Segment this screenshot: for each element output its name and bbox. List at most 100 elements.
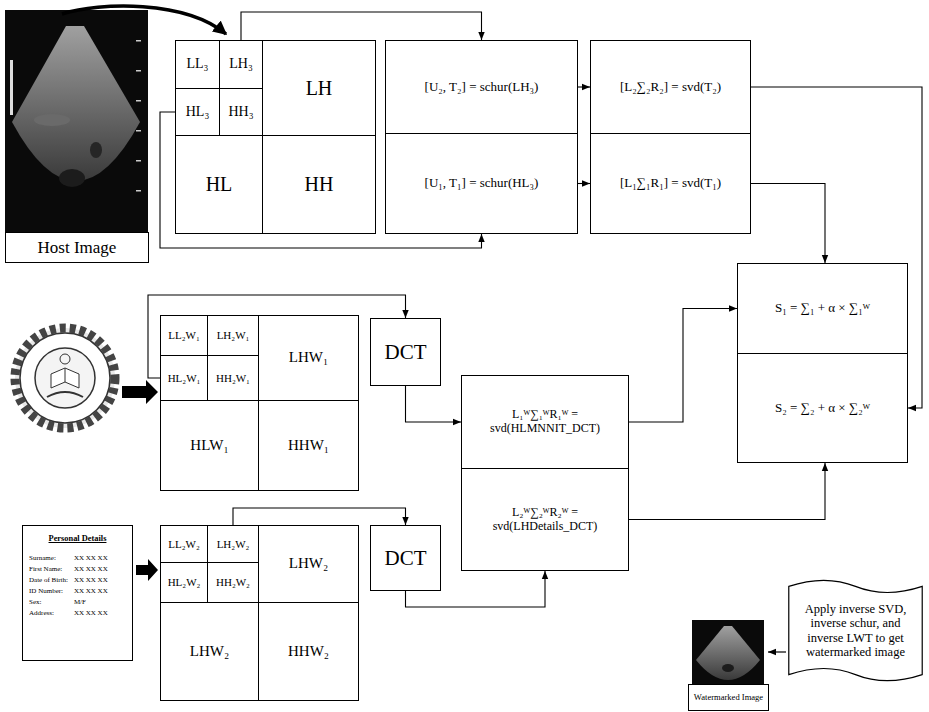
box-text: XX XX XX [74, 565, 126, 573]
pointer-arrow [768, 651, 786, 652]
text-stack: DCT [385, 546, 427, 570]
subband-cell: HH [262, 135, 376, 234]
box-text: Surname: [29, 554, 68, 562]
box-text: HH₃ [228, 104, 253, 120]
formula-box: [L₁∑₁R₁] = svd(T₁) [590, 133, 751, 234]
text-stack: LHW₁ [289, 349, 328, 366]
subband-cell: HHW₁ [258, 400, 359, 491]
text-stack: S₂ = ∑₂ + α × ∑₂ᵂ [775, 401, 870, 416]
connector [406, 386, 462, 422]
text-stack: HH [305, 173, 334, 196]
text-stack: LH₃ [229, 56, 253, 72]
box-text: XX XX XX [74, 609, 126, 617]
text-stack: Personal DetailsSurname: XX XX XX First Na… [29, 534, 126, 617]
text-stack: HHW₁ [288, 437, 329, 454]
box-text: [U₁, T₁] = schur(HL₃) [425, 176, 539, 191]
box-text: XX XX XX [74, 576, 126, 584]
connector [629, 309, 737, 423]
block-arrow [122, 380, 158, 404]
watermarked-ultrasound [692, 620, 764, 684]
box-text: LH [306, 77, 333, 100]
subband-cell: HH₂W₁ [207, 355, 259, 401]
box-text: HH₂W₂ [216, 576, 250, 589]
box-text: [U₂, T₂] = schur(LH₃) [425, 80, 539, 95]
subband-cell: LH₂W₁ [207, 315, 259, 356]
subband-cell: LHW₂ [258, 525, 359, 603]
connector [629, 463, 825, 520]
box-text: Host Image [38, 238, 117, 258]
curved-arrow [62, 6, 226, 34]
box-text: DCT [385, 340, 427, 364]
text-stack: Watermarked Image [694, 693, 763, 703]
box-text: S₁ = ∑₁ + α × ∑₁ᵂ [775, 301, 870, 316]
box-text: HL₃ [186, 104, 210, 120]
text-stack: HHW₂ [288, 643, 329, 660]
box-text: M/F [74, 598, 126, 606]
formula-box: [U₁, T₁] = schur(HL₃) [385, 133, 578, 234]
box-text: First Name: [29, 565, 68, 573]
text-stack: LL₂W₂ [168, 538, 200, 551]
box-text: LH₂W₂ [217, 538, 250, 551]
text-stack: LH [306, 77, 333, 100]
box-text: LL₂W₁ [168, 329, 200, 342]
text-stack: Apply inverse SVD, inverse schur, and in… [798, 602, 913, 660]
text-stack: HL [206, 173, 233, 196]
box-text: Watermarked Image [694, 693, 763, 703]
dct-box: DCT [370, 318, 441, 386]
box-text: Date of Birth: [29, 576, 68, 584]
box-text: LL₂W₂ [168, 538, 200, 551]
subband-cell: HHW₂ [258, 602, 359, 701]
connector [241, 12, 482, 40]
caption-box: Host Image [5, 232, 149, 263]
caption-box: Watermarked Image [688, 684, 769, 711]
text-stack: LH₂W₂ [217, 538, 250, 551]
box-text: LHW₁ [289, 349, 328, 366]
box-text: HL₂W₁ [168, 372, 201, 385]
box-text: XX XX XX [74, 554, 126, 562]
subband-cell: HL₂W₁ [160, 355, 208, 401]
connector [233, 508, 406, 525]
subband-cell: HLW₁ [160, 400, 259, 491]
text-stack: LHW₂ [190, 643, 229, 660]
text-stack: S₁ = ∑₁ + α × ∑₁ᵂ [775, 301, 870, 316]
formula-box: L₁ᵂ∑₁ᵂR₁ᵂ = svd(HLMNNIT_DCT) [461, 375, 629, 469]
box-text: LHW₂ [190, 643, 229, 660]
box-text: HHW₂ [288, 643, 329, 660]
box-text: HLW₁ [190, 437, 228, 454]
subband-cell: HH₃ [219, 88, 263, 136]
box-text: Sex: [29, 598, 68, 606]
text-stack: L₂ᵂ∑₂ᵂR₂ᵂ = svd(LHDetails_DCT) [465, 506, 625, 534]
box-text: Apply inverse SVD, inverse schur, and in… [798, 602, 913, 660]
box-text: Personal Details [29, 534, 126, 544]
box-text: [L₁∑₁R₁] = svd(T₁) [620, 176, 721, 191]
box-text: HH₂W₁ [216, 372, 250, 385]
text-stack: [U₁, T₁] = schur(HL₃) [425, 176, 539, 191]
text-stack: HL₂W₂ [168, 576, 201, 589]
box-text: Address: [29, 609, 68, 617]
dct-box: DCT [370, 525, 441, 591]
box-text: L₂ᵂ∑₂ᵂR₂ᵂ = svd(LHDetails_DCT) [465, 506, 625, 534]
subband-cell: LH₂W₂ [207, 525, 259, 563]
subband-cell: LH [262, 40, 376, 136]
block-arrow [136, 559, 158, 581]
connector [578, 183, 590, 184]
document-card: Personal DetailsSurname: XX XX XX First Na… [22, 525, 133, 661]
box-text: L₁ᵂ∑₁ᵂR₁ᵂ = svd(HLMNNIT_DCT) [465, 408, 625, 436]
callout-scroll: Apply inverse SVD, inverse schur, and in… [786, 578, 925, 683]
formula-box: S₂ = ∑₂ + α × ∑₂ᵂ [737, 353, 908, 463]
box-text: XX XX XX [74, 587, 126, 595]
box-text: LHW₂ [289, 555, 328, 572]
text-stack: DCT [385, 340, 427, 364]
box-text: HHW₁ [288, 437, 329, 454]
box-text: LL₃ [187, 56, 209, 72]
subband-cell: LH₃ [219, 40, 263, 89]
subband-cell: HL₂W₂ [160, 562, 208, 603]
subband-cell: HL₃ [175, 88, 220, 136]
subband-cell: LL₃ [175, 40, 220, 89]
box-text: S₂ = ∑₂ + α × ∑₂ᵂ [775, 401, 870, 416]
subband-cell: LHW₁ [258, 315, 359, 401]
text-stack: LL₂W₁ [168, 329, 200, 342]
text-stack: L₁ᵂ∑₁ᵂR₁ᵂ = svd(HLMNNIT_DCT) [465, 408, 625, 436]
subband-cell: LL₂W₁ [160, 315, 208, 356]
box-text: DCT [385, 546, 427, 570]
